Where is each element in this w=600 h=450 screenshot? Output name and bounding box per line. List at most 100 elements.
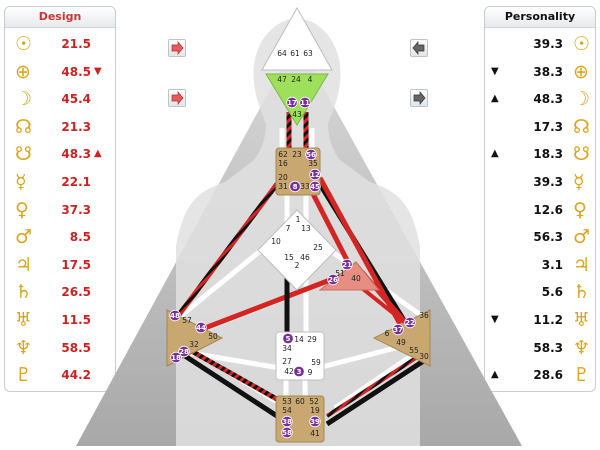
gate-sacral[interactable]: 9	[308, 368, 313, 377]
gate-sacral[interactable]: 14	[294, 335, 304, 344]
gate-solar[interactable]: 55	[409, 346, 419, 355]
gate-spleen[interactable]: 48	[170, 312, 180, 320]
gate-sacral[interactable]: 5	[286, 335, 291, 343]
gate-root[interactable]: 19	[310, 406, 320, 415]
design-value: 21.5	[61, 37, 91, 51]
personality-value: 56.3	[533, 230, 563, 245]
gate-g[interactable]: 25	[313, 243, 323, 252]
gate-throat[interactable]: 20	[278, 173, 288, 182]
gate-root[interactable]: 39	[310, 418, 320, 426]
gate-head[interactable]: 64	[277, 49, 287, 58]
gate-root[interactable]: 52	[309, 397, 319, 406]
saturn-icon: ♄	[573, 281, 591, 304]
gate-root[interactable]: 41	[310, 429, 320, 438]
g-center[interactable]	[257, 209, 337, 291]
gate-g[interactable]: 2	[295, 261, 300, 270]
earth-icon: ⊕	[573, 60, 589, 83]
gate-throat[interactable]: 23	[292, 150, 302, 159]
personality-value: 5.6	[541, 285, 563, 300]
gate-sacral[interactable]: 3	[297, 368, 302, 376]
solar-plexus-center[interactable]	[372, 309, 431, 367]
sun-icon: ☉	[573, 33, 591, 55]
jupiter-icon: ♃	[15, 253, 33, 276]
personality-arrow-button-1[interactable]	[410, 39, 428, 57]
gate-heart[interactable]: 21	[342, 261, 352, 269]
gate-throat[interactable]: 12	[310, 171, 320, 179]
gate-spleen[interactable]: 18	[171, 354, 181, 362]
sun-icon: ☉	[15, 33, 33, 55]
gate-marker	[309, 180, 321, 193]
head-center[interactable]	[261, 6, 333, 71]
design-panel: Design ☉21.5⊕48.5▼☽45.4☊21.3☋48.3▲☿22.1♀…	[4, 6, 116, 392]
gate-spleen[interactable]: 57	[182, 316, 192, 325]
exaltation-mark: ▲	[491, 369, 499, 381]
gate-g[interactable]: 13	[301, 224, 311, 233]
design-row-jupiter: ♃17.5	[5, 252, 115, 278]
design-arrow-button-1[interactable]	[168, 39, 186, 57]
gate-heart[interactable]: 40	[351, 274, 361, 283]
gate-root[interactable]: 58	[282, 429, 292, 437]
gate-marker	[392, 323, 404, 336]
gate-g[interactable]: 46	[300, 253, 310, 262]
gate-root[interactable]: 38	[282, 418, 292, 426]
exaltation-mark: ▼	[491, 314, 499, 325]
design-row-saturn: ♄26.5	[5, 279, 115, 305]
gate-heart[interactable]: 26	[328, 276, 338, 284]
gate-throat[interactable]: 31	[278, 182, 288, 191]
design-row-sun: ☉ 21.5	[5, 31, 115, 57]
gate-ajna[interactable]: 17	[287, 99, 297, 107]
design-arrow-button-2[interactable]	[168, 89, 186, 107]
gate-head[interactable]: 63	[303, 49, 313, 58]
personality-value: 18.3	[533, 147, 563, 162]
gate-ajna[interactable]: 24	[291, 75, 301, 84]
gate-solar[interactable]: 6	[385, 329, 390, 338]
pluto-icon: ♇	[573, 364, 591, 387]
gate-spleen[interactable]: 50	[208, 332, 218, 341]
gate-throat[interactable]: 56	[306, 151, 316, 159]
design-value: 8.5	[69, 230, 91, 245]
gate-solar[interactable]: 36	[419, 311, 429, 320]
gate-solar[interactable]: 30	[419, 352, 429, 361]
ajna-center[interactable]	[265, 73, 329, 126]
gate-heart[interactable]: 51	[335, 269, 345, 278]
gate-root[interactable]: 54	[282, 406, 292, 415]
design-row-pluto: ♇44.2	[5, 362, 115, 388]
exaltation-mark: ▲	[94, 148, 102, 160]
gate-sacral[interactable]: 42	[284, 367, 294, 376]
exaltation-mark: ▲	[491, 93, 499, 105]
personality-row-uranus: ♅11.2▼	[485, 307, 595, 333]
gate-root[interactable]: 60	[295, 397, 305, 406]
gate-throat[interactable]: 35	[308, 159, 318, 168]
pluto-icon: ♇	[15, 364, 33, 387]
gate-sacral[interactable]: 27	[282, 357, 292, 366]
design-row-north-node: ☊21.3	[5, 114, 115, 140]
gate-throat[interactable]: 33	[300, 182, 310, 191]
gate-head[interactable]: 61	[290, 49, 300, 58]
gate-g[interactable]: 10	[271, 237, 281, 246]
gate-throat[interactable]: 16	[278, 159, 288, 168]
gate-ajna[interactable]: 47	[277, 75, 287, 84]
gate-throat[interactable]: 8	[293, 183, 298, 191]
gate-spleen[interactable]: 32	[189, 340, 199, 349]
personality-row-venus: ♀12.6	[485, 197, 595, 223]
gate-g[interactable]: 1	[296, 215, 301, 224]
south-node-icon: ☋	[15, 143, 32, 166]
personality-row-jupiter: ♃3.1	[485, 252, 595, 278]
gate-ajna[interactable]: 11	[300, 99, 310, 107]
gate-throat[interactable]: 45	[310, 183, 320, 191]
gate-root[interactable]: 53	[282, 397, 292, 406]
gate-sacral[interactable]: 59	[311, 358, 321, 367]
gate-ajna[interactable]: 43	[292, 110, 302, 119]
gate-sacral[interactable]: 29	[307, 335, 317, 344]
gate-spleen[interactable]: 28	[179, 348, 189, 356]
gate-sacral[interactable]: 34	[282, 344, 292, 353]
gate-solar[interactable]: 49	[396, 338, 406, 347]
personality-arrow-button-2[interactable]	[410, 89, 428, 107]
gate-throat[interactable]: 62	[278, 150, 288, 159]
gate-spleen[interactable]: 44	[196, 324, 206, 332]
gate-ajna[interactable]: 4	[308, 75, 313, 84]
gate-g[interactable]: 7	[286, 224, 291, 233]
gate-solar[interactable]: 22	[405, 319, 415, 327]
gate-solar[interactable]: 37	[393, 326, 403, 334]
gate-g[interactable]: 15	[284, 253, 294, 262]
